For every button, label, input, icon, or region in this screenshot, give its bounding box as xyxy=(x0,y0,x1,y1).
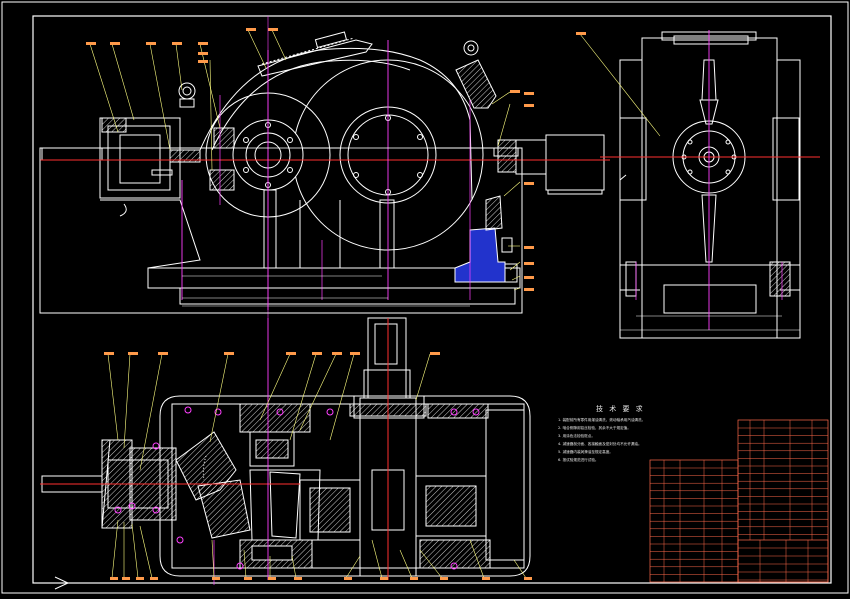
bolt-holes-top xyxy=(114,406,480,570)
bom-table xyxy=(649,419,829,583)
leader-lines-front xyxy=(89,29,521,291)
tech-note-line: 6. 按试验规范进行试验。 xyxy=(558,458,599,462)
leader-tags-section xyxy=(104,352,532,580)
top-section-centerlines xyxy=(40,318,389,585)
tech-note-line: 2. 啮合侧隙用铅丝检验，其余不大于规定值。 xyxy=(558,426,631,430)
front-view-centerlines xyxy=(40,40,610,310)
front-view-frame xyxy=(39,147,523,314)
front-view-dimensions xyxy=(182,275,470,307)
side-view xyxy=(619,31,801,339)
top-section-view xyxy=(41,317,531,577)
tech-note-line: 3. 用涂色法检验斑点。 xyxy=(558,434,595,438)
tech-note-line: 5. 减速器内装润滑油至规定高度。 xyxy=(558,450,613,454)
tech-notes-title: 技 术 要 求 xyxy=(596,405,645,413)
tech-note-line: 1. 装配前所有零件用煤油清洗，滚动轴承用汽油清洗。 xyxy=(558,418,646,422)
side-view-dimensions xyxy=(579,33,800,331)
tech-note-line: 4. 减速器剖分面、各接触面及密封处均不允许漏油。 xyxy=(558,442,642,446)
leader-tags-front xyxy=(86,28,534,291)
leader-tag-side xyxy=(576,32,586,35)
side-view-centerlines xyxy=(600,30,820,330)
bom-rows xyxy=(650,420,828,582)
leader-lines-section xyxy=(107,353,527,579)
